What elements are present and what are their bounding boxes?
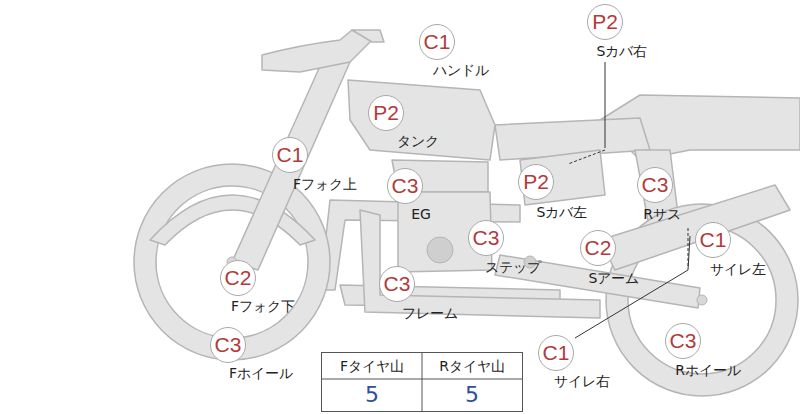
grade-code: P2 <box>518 164 554 200</box>
grade-code: P2 <box>587 4 623 40</box>
part-name: Rホイール <box>675 362 741 378</box>
part-name: Fホイール <box>229 365 293 381</box>
grade-code: C3 <box>387 168 423 204</box>
part-name: タンク <box>397 133 439 149</box>
part-name: Fフォク上 <box>293 176 357 192</box>
grade-code: C2 <box>580 230 616 266</box>
part-name: EG <box>411 206 431 222</box>
part-name: Sカバ右 <box>597 43 648 59</box>
grade-callout: P2Sカバ右 <box>587 4 623 40</box>
part-name: サイレ左 <box>710 261 766 277</box>
grade-callout: P2Sカバ左 <box>518 164 554 200</box>
grade-callout: C3Rサス <box>637 167 673 203</box>
table-header: Rタイヤ山 <box>422 353 522 379</box>
grade-callout: C3フレーム <box>379 266 415 302</box>
grade-callout: C3Fホイール <box>210 327 246 363</box>
grade-code: C3 <box>210 327 246 363</box>
grade-callout: C1サイレ左 <box>695 222 731 258</box>
part-name: Fフォク下 <box>231 298 295 314</box>
grade-callout: C3ステップ <box>468 220 504 256</box>
table-value: 5 <box>322 379 422 411</box>
grade-callout: C1ハンドル <box>419 24 455 60</box>
grade-code: C3 <box>637 167 673 203</box>
tire-table: Fタイヤ山Rタイヤ山55 <box>321 352 523 412</box>
table-value: 5 <box>422 379 522 411</box>
grade-code: C1 <box>272 137 308 173</box>
table-header: Fタイヤ山 <box>322 353 422 379</box>
part-name: ステップ <box>485 259 541 275</box>
grade-callout: C3Rホイール <box>665 323 701 359</box>
grade-code: C3 <box>468 220 504 256</box>
grade-callout: C1Fフォク上 <box>272 137 308 173</box>
grade-code: C2 <box>220 260 256 296</box>
grade-callout: P2タンク <box>368 95 404 131</box>
part-name: Sカバ左 <box>537 204 588 220</box>
grade-code: C1 <box>695 222 731 258</box>
part-name: Sアーム <box>589 270 640 286</box>
part-name: サイレ右 <box>554 373 610 389</box>
part-name: フレーム <box>402 305 458 321</box>
grade-code: C1 <box>538 335 574 371</box>
grade-callout: C2Fフォク下 <box>220 260 256 296</box>
grade-callout: C2Sアーム <box>580 230 616 266</box>
part-name: Rサス <box>643 206 681 222</box>
grade-code: C3 <box>379 266 415 302</box>
grade-callout: C3EG <box>387 168 423 204</box>
grade-code: P2 <box>368 95 404 131</box>
grade-code: C1 <box>419 24 455 60</box>
part-name: ハンドル <box>433 62 489 78</box>
grade-callout: C1サイレ右 <box>538 335 574 371</box>
grade-code: C3 <box>665 323 701 359</box>
